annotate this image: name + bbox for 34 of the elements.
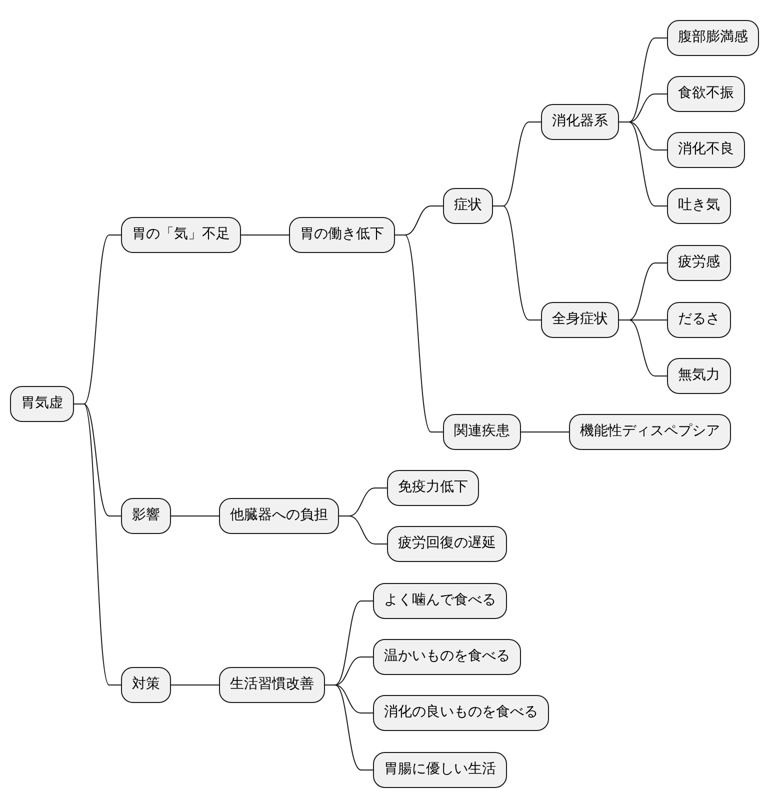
connector-line [618,122,668,206]
mindmap-node: 機能性ディスペプシア [569,414,731,450]
mindmap-node: よく噛んで食べる [373,583,507,619]
connector-line [492,206,542,320]
mindmap-node: 消化器系 [541,104,619,140]
mindmap-node: 温かいものを食べる [373,639,521,675]
connector-line [338,516,388,544]
mindmap-node: 胃の働き低下 [289,217,395,253]
mindmap-node: 全身症状 [541,302,619,338]
mindmap-node: 関連疾患 [443,414,521,450]
mindmap-node: 吐き気 [667,188,731,224]
mindmap-node: 疲労感 [667,245,731,281]
mindmap-node: だるさ [667,302,731,338]
mindmap-node: 対策 [121,667,171,703]
mindmap-node: 胃の「気」不足 [121,217,241,253]
connector-line [618,320,668,376]
mindmap-node: 食欲不振 [667,76,745,112]
mindmap-node: 疲労回復の遅延 [387,526,507,562]
connector-line [394,234,444,432]
connector-line [240,234,290,236]
mindmap-node: 免疫力低下 [387,470,479,506]
mindmap-node: 胃気虚 [10,386,74,422]
mindmap-node: 消化の良いものを食べる [373,695,549,731]
mindmap-node: 胃腸に優しい生活 [373,752,507,788]
mindmap-node: 生活習慣改善 [219,667,325,703]
mindmap-node: 腹部膨満感 [667,20,759,56]
mindmap-node: 消化不良 [667,132,745,168]
mindmap-node: 症状 [443,188,493,224]
connector-line [170,684,220,686]
mindmap-node: 無気力 [667,358,731,394]
connector-line [324,684,374,770]
mindmap-node: 影響 [121,498,171,534]
mindmap-node: 他臓器への負担 [219,498,339,534]
connector-line [74,404,122,686]
